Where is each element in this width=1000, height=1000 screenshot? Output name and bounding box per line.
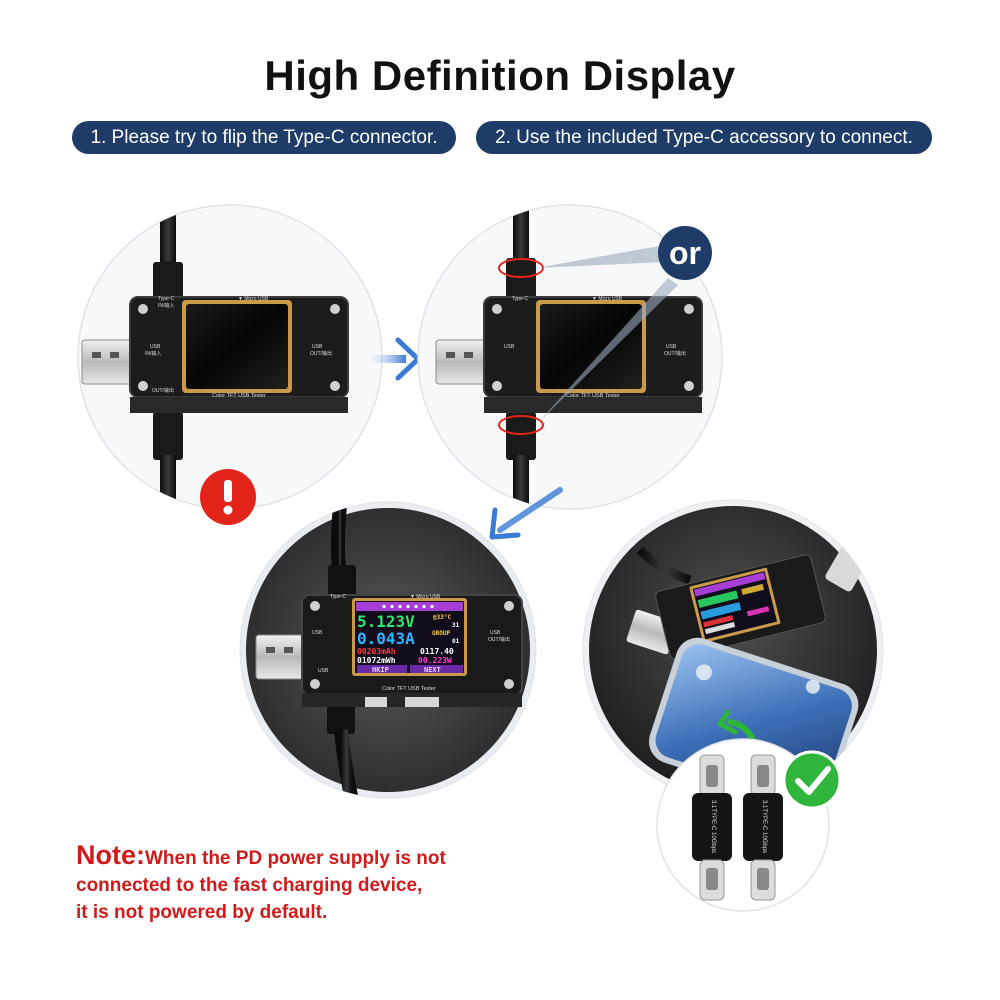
usb-label: USB bbox=[312, 344, 323, 350]
or-label: or bbox=[669, 235, 701, 271]
page-title: High Definition Display bbox=[264, 52, 736, 99]
micro-usb-label: ▼ Micro USB bbox=[410, 594, 441, 600]
rotate-icon bbox=[498, 258, 544, 435]
adapter-label: 3.1TYPE-C 10Gbps bbox=[761, 800, 767, 853]
in-label: IN/输入 bbox=[145, 350, 161, 357]
device-view-lit: 5.123V @33°C 31 0.043A GROUP 01 00203mAh… bbox=[239, 501, 537, 799]
usb-label: USB bbox=[312, 630, 323, 636]
capacity-mah: 00203mAh bbox=[357, 647, 396, 656]
warning-icon bbox=[200, 469, 256, 525]
power-note: Note:When the PD power supply is not con… bbox=[76, 842, 496, 926]
micro-usb-label: ▼ Micro USB bbox=[592, 296, 623, 302]
power-readout: 00.223W bbox=[418, 656, 452, 665]
energy-mwh: 01072mWh bbox=[357, 656, 396, 665]
device-view-2: Type-C ▼ Micro USB USB USB OUT/输出 Color … bbox=[417, 204, 723, 510]
brand-label: Color TFT USB Tester bbox=[382, 686, 436, 692]
note-line-1: When the PD power supply is not bbox=[145, 848, 446, 869]
micro-usb-label: ▼ Micro USB bbox=[238, 296, 269, 302]
brand-label: Color TFT USB Tester bbox=[212, 393, 266, 399]
out-label: OUT/输出 bbox=[310, 350, 332, 357]
arrow-down-left-icon bbox=[489, 487, 563, 540]
in-label: IN/输入 bbox=[158, 302, 174, 309]
note-label: Note: bbox=[76, 840, 145, 870]
type-c-label: Type-C bbox=[158, 296, 175, 302]
adapter-label: 3.1TYPE-C 10Gbps bbox=[710, 800, 716, 853]
group-value: 01 bbox=[452, 638, 460, 645]
type-c-label: Type-C bbox=[330, 594, 347, 600]
note-line-3: it is not powered by default. bbox=[76, 902, 328, 923]
or-badge bbox=[658, 226, 712, 280]
usb-label: USB bbox=[504, 344, 515, 350]
hold-button-label: HKIP bbox=[372, 666, 389, 674]
out-label: OUT/输出 bbox=[488, 636, 510, 643]
temp-value: 31 bbox=[452, 622, 460, 629]
note-line-2: connected to the fast charging device, bbox=[76, 875, 423, 896]
voltage-readout: 5.123V bbox=[357, 612, 415, 631]
temp-readout: @33°C bbox=[433, 614, 451, 621]
next-button-label: NEXT bbox=[424, 666, 441, 674]
out-label: OUT/输出 bbox=[152, 387, 174, 394]
usb-label: USB bbox=[666, 344, 677, 350]
group-label: GROUP bbox=[432, 630, 450, 637]
device-view-1: Type-C IN/输入 ▼ Micro USB USB IN/输入 USB O… bbox=[77, 204, 383, 510]
usb-label: USB bbox=[150, 344, 161, 350]
current-readout: 0.043A bbox=[357, 629, 415, 648]
brand-label: Color TFT USB Tester bbox=[566, 393, 620, 399]
type-c-label: Type-C bbox=[512, 296, 529, 302]
time-readout: 0117.40 bbox=[420, 647, 454, 656]
step-2-banner: 2. Use the included Type-C accessory to … bbox=[476, 121, 932, 154]
out-label: OUT/输出 bbox=[664, 350, 686, 357]
usb-label: USB bbox=[490, 630, 501, 636]
step-1-banner: 1. Please try to flip the Type-C connect… bbox=[72, 121, 456, 154]
usb-label: USB bbox=[318, 668, 329, 674]
check-icon bbox=[782, 750, 842, 810]
